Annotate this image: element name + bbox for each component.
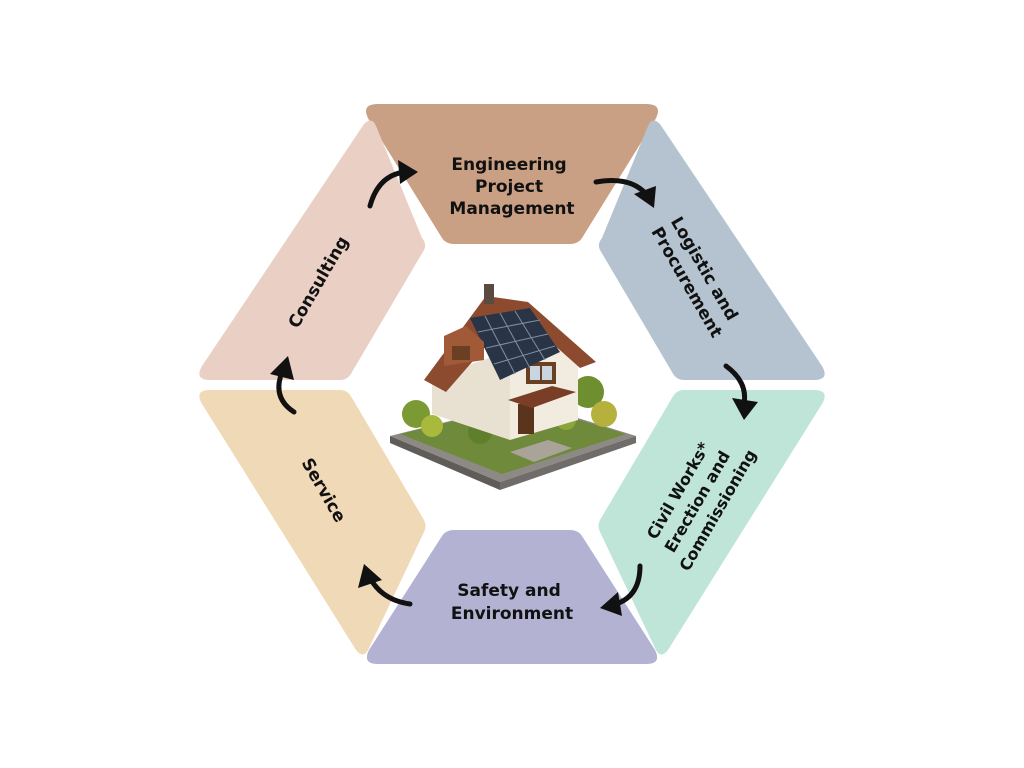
stone-path: [510, 440, 572, 462]
segment-label-top-line2: Project: [475, 177, 543, 197]
segment-logistic-procurement: Logistic and Procurement: [598, 120, 825, 380]
segment-safety-environment: Safety and Environment: [366, 530, 658, 664]
porch-roof: [508, 386, 576, 408]
arrow-logistic-to-civil: [723, 363, 758, 420]
arrow-engineering-to-logistic: [593, 178, 656, 208]
arrow-consulting-to-engineering: [367, 160, 418, 209]
chimney: [484, 284, 494, 304]
door: [518, 404, 534, 434]
segment-label-bottom-line1: Safety and: [457, 581, 561, 601]
arrow-safety-to-service: [358, 564, 413, 607]
segment-shape-upper-right: [598, 120, 825, 380]
segment-shape-top: [366, 104, 658, 244]
segment-shape-lower-left: [199, 390, 426, 655]
arrow-civil-to-safety: [600, 563, 643, 616]
segment-label-top-line3: Management: [449, 199, 574, 219]
segment-label-bottom-line2: Environment: [451, 604, 573, 624]
segment-shape-upper-left: [199, 120, 426, 380]
segment-consulting: Consulting: [199, 120, 426, 380]
segment-engineering-project-management: Engineering Project Management: [366, 104, 658, 244]
segment-service: Service: [199, 390, 426, 655]
solar-panel-array: [470, 308, 560, 380]
svg-text:Safety and Environment: Safety and Environment: [451, 581, 573, 624]
house-with-solar-panels-image: [390, 284, 636, 490]
cycle-arrows: [270, 160, 758, 616]
segment-label-top-line1: Engineering: [451, 155, 566, 175]
segment-shape-lower-right: [598, 390, 825, 655]
arrow-service-to-consulting: [270, 356, 297, 415]
segment-shape-bottom: [366, 530, 658, 664]
svg-text:Engineering Project: Engineering Project Management: [449, 155, 574, 219]
